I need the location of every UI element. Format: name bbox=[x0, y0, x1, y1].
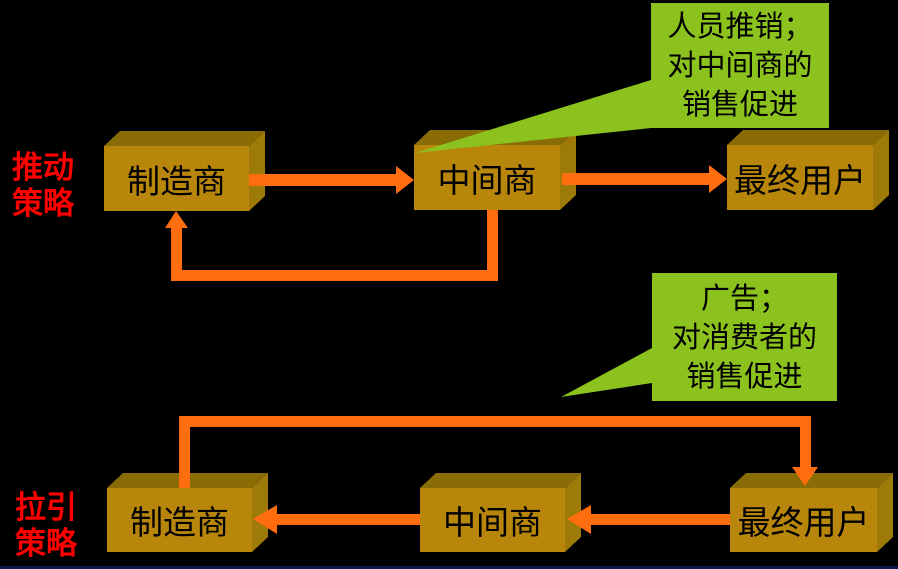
loop-arrowhead bbox=[165, 211, 188, 228]
box-front-face bbox=[727, 145, 873, 210]
pull-manufacturer-label: 制造商 bbox=[130, 503, 229, 542]
pull-horizontal-segment bbox=[179, 416, 811, 427]
pull-callout-line1: 广告； bbox=[700, 280, 788, 315]
box-front-face bbox=[104, 146, 249, 211]
push-strategy-label-line1: 推动 bbox=[12, 150, 74, 186]
box-side-face bbox=[252, 473, 268, 552]
pull-callout-line3: 销售促进 bbox=[686, 358, 803, 393]
arrow-intermediary-loop-to-manufacturer bbox=[165, 210, 498, 281]
arrow-intermediary-to-end-user bbox=[562, 165, 727, 193]
push-manufacturer-label: 制造商 bbox=[127, 161, 226, 201]
push-callout-pointer bbox=[415, 80, 651, 153]
push-manufacturer-box bbox=[104, 131, 265, 211]
pull-intermediary-box bbox=[420, 473, 581, 552]
box-front-face bbox=[730, 488, 877, 552]
box-front-face bbox=[414, 145, 560, 210]
push-strategy-label: 推动 策略 bbox=[12, 150, 74, 222]
box-side-face bbox=[565, 473, 581, 552]
pull-up-segment bbox=[179, 421, 190, 488]
push-callout-line2: 对中间商的 bbox=[667, 48, 813, 82]
box-front-face bbox=[107, 488, 252, 552]
box-top-face bbox=[727, 130, 889, 145]
pull-intermediary-label: 中间商 bbox=[443, 503, 542, 542]
pull-strategy-label: 拉引 策略 bbox=[15, 490, 77, 562]
arrow-manufacturer-to-intermediary bbox=[249, 166, 414, 194]
pull-callout-line2: 对消费者的 bbox=[671, 319, 817, 354]
box-top-face bbox=[420, 473, 581, 488]
pull-strategy-label-line2: 策略 bbox=[15, 526, 77, 562]
arrow-end-user-to-intermediary bbox=[567, 505, 730, 534]
box-side-face bbox=[877, 473, 893, 552]
pull-down-segment bbox=[800, 416, 811, 467]
push-intermediary-label: 中间商 bbox=[437, 160, 537, 200]
box-top-face bbox=[104, 131, 265, 146]
pull-callout-pointer bbox=[561, 348, 652, 397]
pull-end-user-box bbox=[730, 473, 893, 552]
push-strategy-label-line2: 策略 bbox=[12, 186, 74, 222]
box-front-face bbox=[420, 488, 565, 552]
box-top-face bbox=[730, 473, 893, 488]
loop-up-segment bbox=[171, 227, 182, 281]
bottom-border-line bbox=[0, 566, 898, 569]
pull-end-user-label: 最终用户 bbox=[737, 503, 870, 542]
pull-callout: 广告； 对消费者的 销售促进 bbox=[652, 273, 837, 401]
push-end-user-box bbox=[727, 130, 889, 210]
push-end-user-label: 最终用户 bbox=[734, 160, 866, 200]
pull-arrowhead bbox=[792, 467, 818, 486]
arrow-intermediary-to-manufacturer bbox=[253, 505, 420, 534]
push-callout: 人员推销； 对中间商的 销售促进 bbox=[651, 3, 829, 128]
box-side-face bbox=[560, 130, 576, 210]
pull-strategy-label-line1: 拉引 bbox=[15, 490, 77, 526]
pull-manufacturer-box bbox=[107, 473, 268, 552]
push-callout-line3: 销售促进 bbox=[681, 87, 798, 121]
push-callout-line1: 人员推销； bbox=[667, 9, 813, 43]
arrow-manufacturer-over-to-end-user bbox=[179, 416, 818, 488]
loop-horizontal-segment bbox=[171, 270, 498, 281]
box-side-face bbox=[873, 130, 889, 210]
loop-down-segment bbox=[487, 210, 498, 281]
box-side-face bbox=[249, 131, 265, 211]
